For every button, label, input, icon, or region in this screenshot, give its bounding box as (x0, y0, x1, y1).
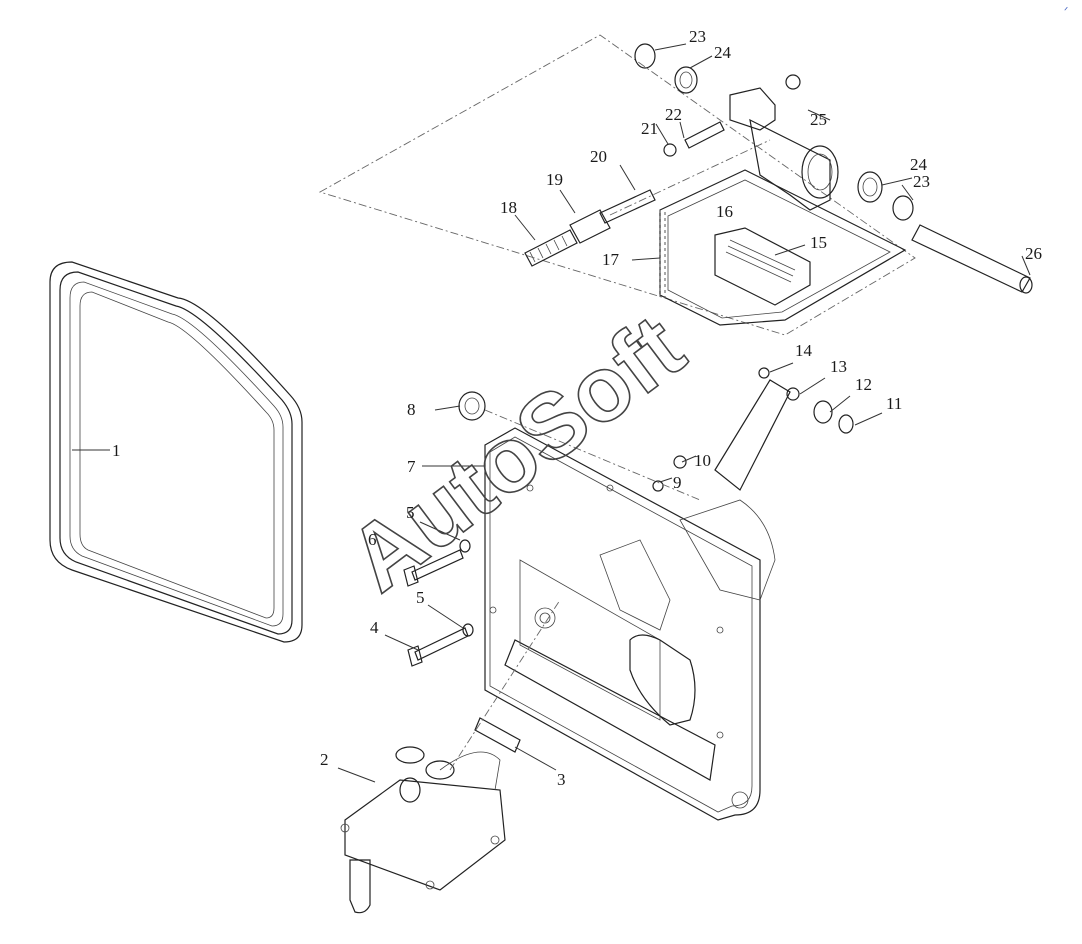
callout-24b: 24 (910, 155, 928, 174)
main-housing (484, 427, 776, 821)
autosoft-watermark: AutoSoft (330, 295, 703, 612)
callout-9: 9 (673, 473, 682, 492)
callout-18: 18 (500, 198, 517, 217)
callout-26: 26 (1025, 244, 1042, 263)
callout-23a: 23 (689, 27, 706, 46)
callout-12: 12 (855, 375, 872, 394)
callout-11: 11 (886, 394, 902, 413)
watermark-text: AutoSoft (331, 296, 703, 611)
bolt-part-4 (407, 627, 469, 667)
bracket-part-17 (659, 210, 666, 300)
callout-2: 2 (320, 750, 329, 769)
callout-14: 14 (795, 341, 813, 360)
callout-10: 10 (694, 451, 711, 470)
plate-part-15 (714, 227, 811, 306)
leader-lines (72, 43, 1031, 783)
gasket-part-1 (49, 261, 303, 643)
callout-15: 15 (810, 233, 827, 252)
plug-part-3 (449, 599, 561, 771)
thermostat-housing-part-2 (340, 746, 506, 914)
callout-22: 22 (665, 105, 682, 124)
callout-24a: 24 (714, 43, 732, 62)
upper-assembly-plane (318, 34, 916, 336)
shaft-assembly-18-22 (524, 121, 771, 267)
callout-16: 16 (716, 202, 733, 221)
callout-20: 20 (590, 147, 607, 166)
bolt-part-6 (403, 549, 464, 587)
bushing-pair-lower (857, 171, 914, 221)
callout-1: 1 (112, 441, 121, 460)
callout-labels: 1 2 3 4 5 5 6 7 8 9 10 11 12 13 14 15 16… (112, 27, 1042, 789)
callout-19: 19 (546, 170, 563, 189)
callout-6: 6 (368, 530, 377, 549)
callout-17: 17 (602, 250, 620, 269)
callout-23b: 23 (913, 172, 930, 191)
callout-5a: 5 (416, 588, 425, 607)
callout-21: 21 (641, 119, 658, 138)
corner-mark: ᐟ (1064, 6, 1068, 17)
callout-8: 8 (407, 400, 416, 419)
bushing-pair-upper (634, 43, 698, 94)
linkage-parts-8-14 (458, 367, 854, 501)
callout-25: 25 (810, 110, 827, 129)
callout-3: 3 (557, 770, 566, 789)
washer-part-5 (459, 539, 474, 637)
shaft-part-26 (911, 224, 1033, 294)
callout-13: 13 (830, 357, 847, 376)
upper-housing-25 (729, 74, 839, 211)
callout-5b: 5 (406, 503, 415, 522)
callout-4: 4 (370, 618, 379, 637)
callout-7: 7 (407, 457, 416, 476)
